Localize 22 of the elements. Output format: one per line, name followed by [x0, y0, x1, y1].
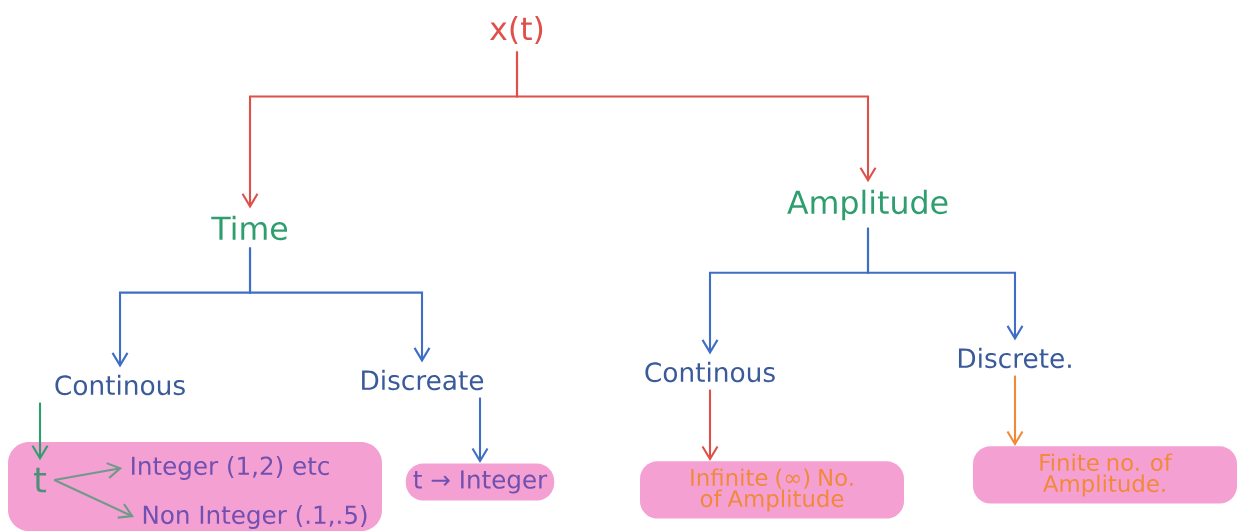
arrow: [53, 479, 135, 519]
branch-label: Continous: [645, 361, 775, 383]
arrow: [248, 247, 431, 363]
highlighted-note: t → Integer: [405, 463, 555, 501]
arrow: [515, 51, 877, 183]
arrow: [54, 462, 123, 482]
highlighted-note: Finite no. of Amplitude.: [972, 446, 1237, 504]
category-label: Time: [211, 215, 288, 241]
branch-label: Continous: [55, 374, 185, 396]
root-label: x(t): [490, 15, 543, 45]
arrow: [701, 389, 719, 461]
branch-label: Discreate: [362, 369, 484, 391]
note-text: Non Integer (.1,.5): [143, 505, 367, 529]
arrow: [31, 402, 49, 461]
category-label: Amplitude: [787, 189, 948, 221]
variable-label: t: [34, 467, 47, 493]
highlighted-note: Infinite (∞) No. of Amplitude: [640, 461, 905, 519]
branch-label: Discrete.: [958, 347, 1071, 369]
note-text: Integer (1,2) etc: [132, 456, 329, 480]
arrow: [1006, 375, 1024, 446]
arrow: [471, 397, 489, 464]
arrow: [866, 227, 1024, 341]
